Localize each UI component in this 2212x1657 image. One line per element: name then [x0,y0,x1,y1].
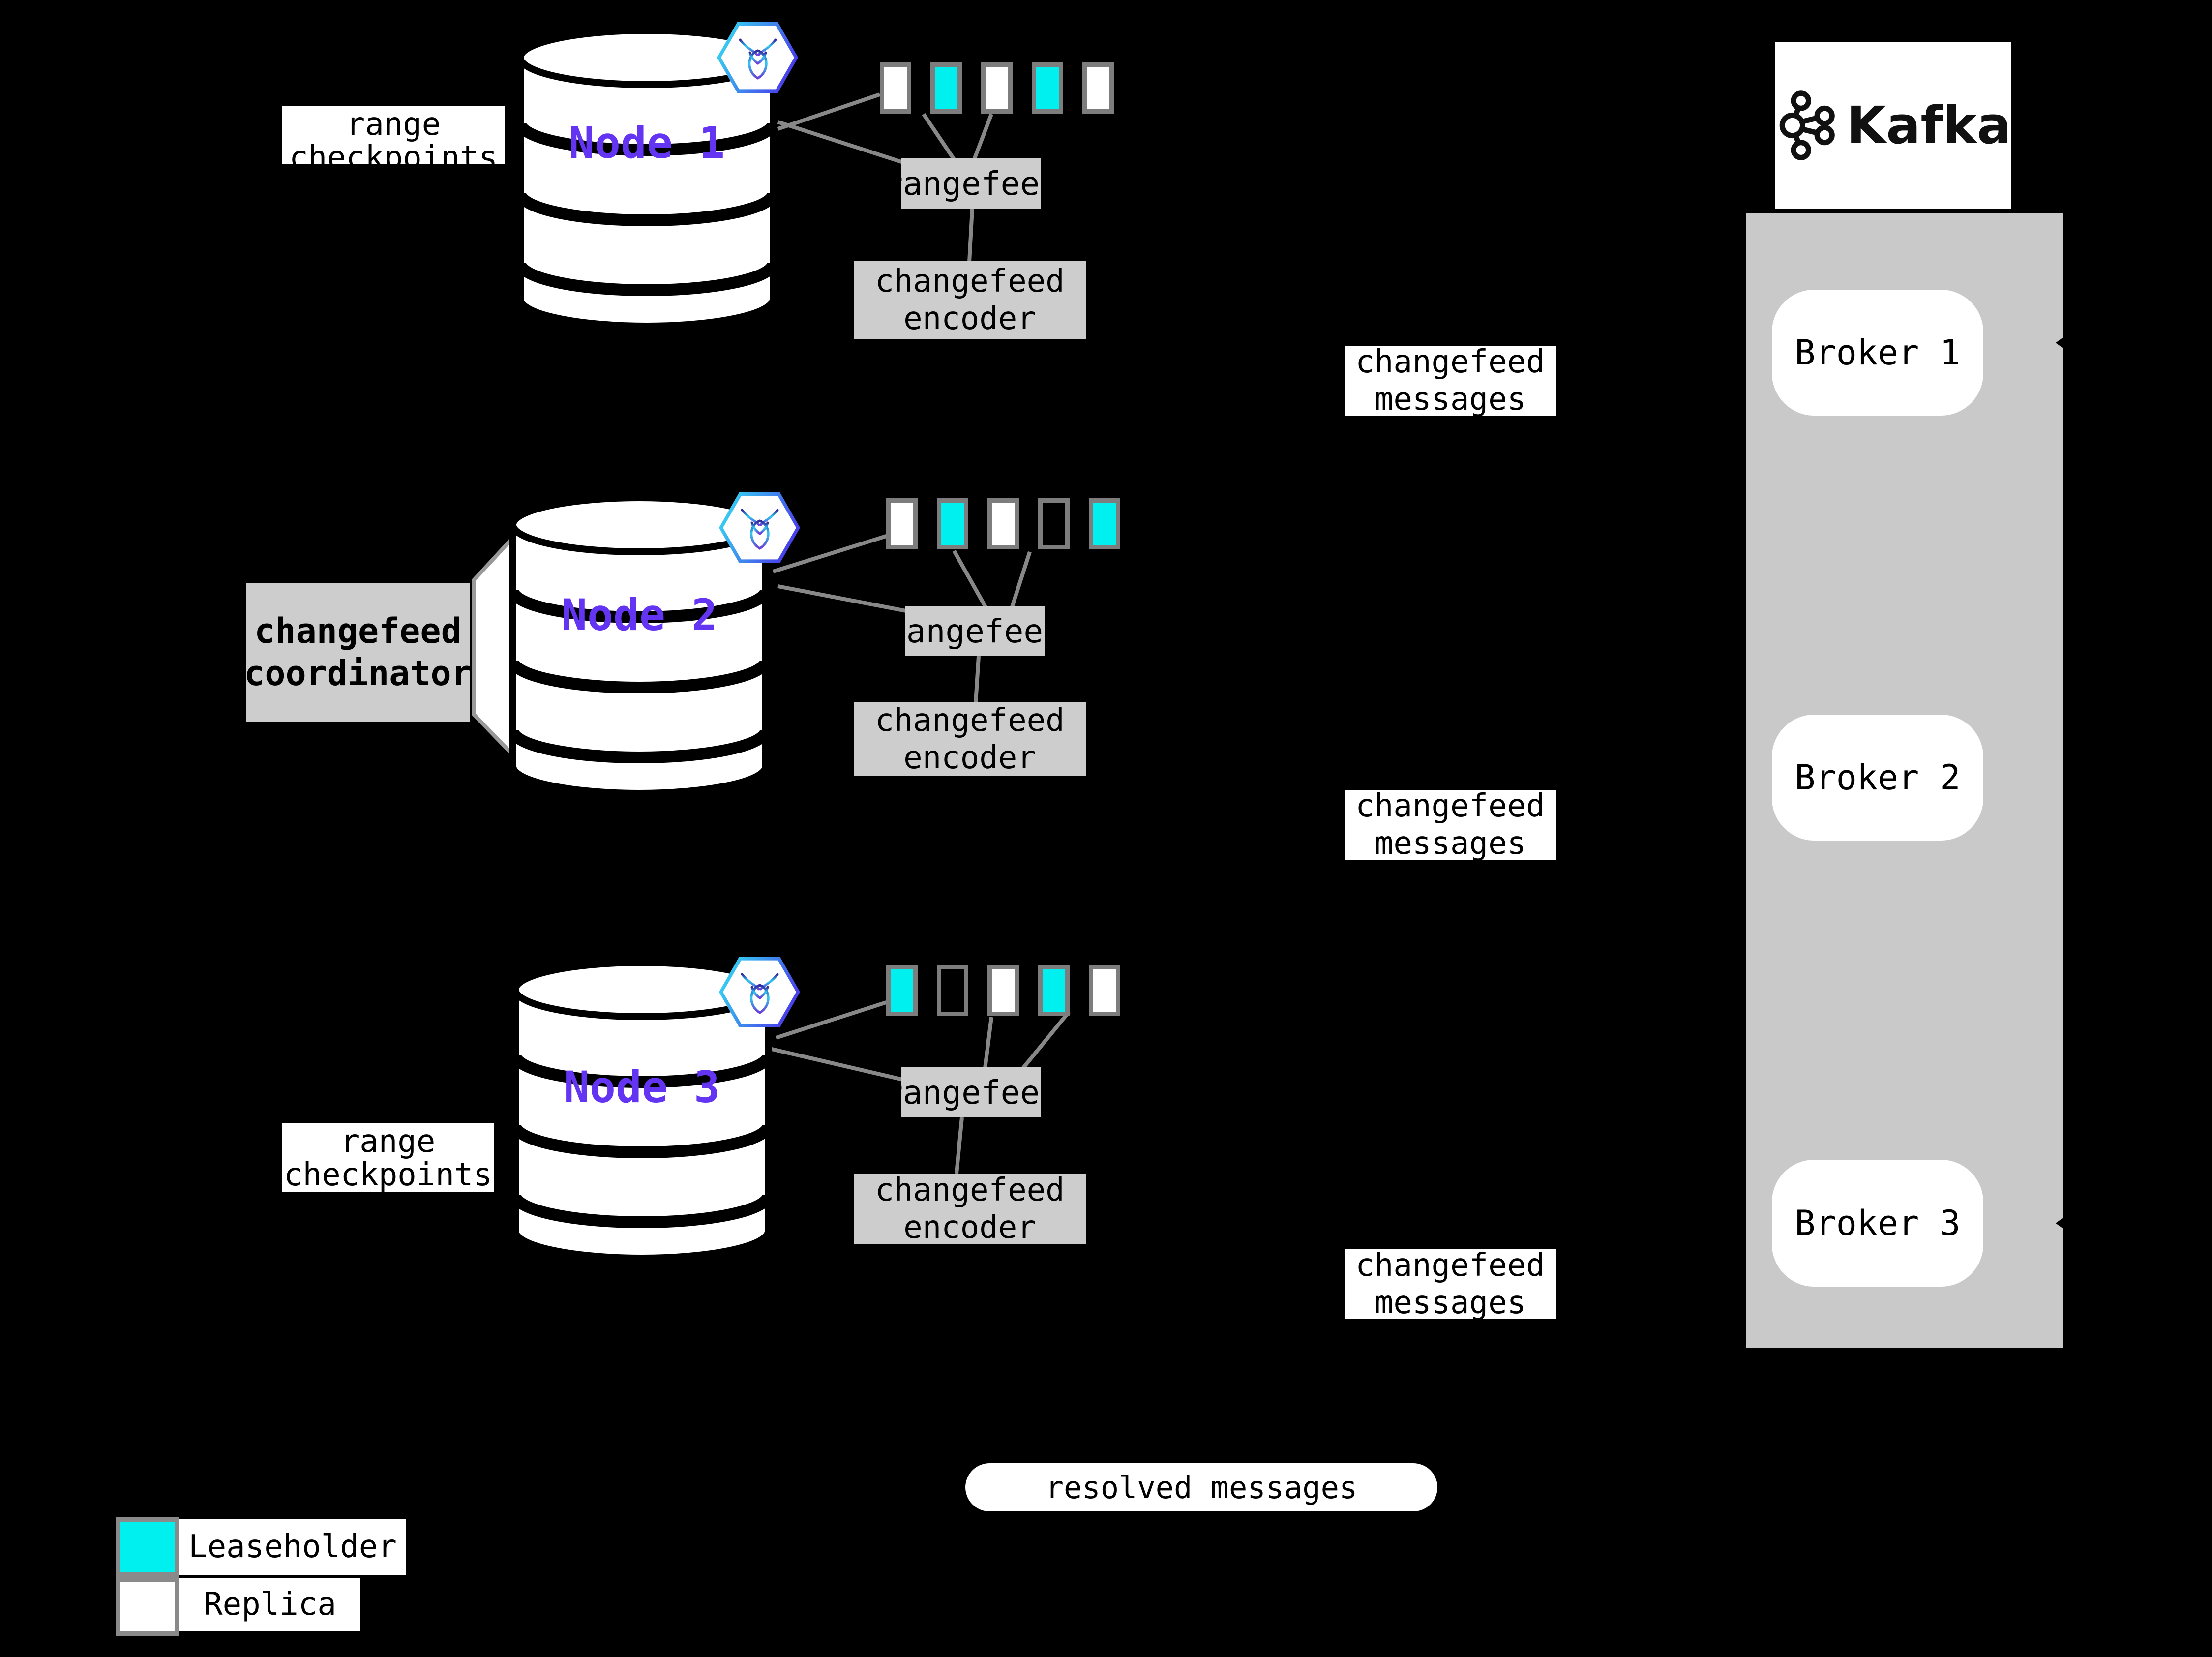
range-square [1038,498,1070,549]
cockroachdb-logo-icon [717,22,798,93]
range-square [880,62,911,114]
range-square [930,62,962,114]
range-square [1038,965,1070,1016]
broker-3: Broker 3 [1772,1160,1983,1287]
broker-2: Broker 2 [1772,715,1983,841]
node2-changefeed-messages-box: changefeed messages [1345,788,1556,862]
node1-label: Node 1 [568,117,725,168]
range-square [987,965,1019,1016]
node1-rangefeed-box: rangefeed [883,158,1059,209]
range-square [1089,498,1120,549]
cockroachdb-roach-glyph [723,496,796,560]
node2-label: Node 2 [561,589,717,640]
legend-leaseholder-label: Leaseholder [179,1519,406,1575]
cockroachdb-roach-glyph [721,26,794,90]
node3-changefeed-encoder-box: changefeed encoder [854,1172,1086,1246]
node3-rangefeed-box: rangefeed [883,1067,1059,1117]
kafka-logo-icon [1779,90,1835,160]
node2-rangefeed-box: rangefeed [887,606,1063,656]
node3-range-squares [886,965,1120,1016]
range-square [1082,62,1114,114]
broker-1: Broker 1 [1772,290,1983,416]
range-checkpoints-label-top: range checkpoints [282,106,505,164]
node2-changefeed-encoder-box: changefeed encoder [854,702,1086,776]
node1-range-squares [880,62,1114,114]
legend-replica-swatch [116,1577,179,1636]
range-square [886,498,918,549]
range-square [1089,965,1120,1016]
node1-changefeed-messages-box: changefeed messages [1345,344,1556,418]
range-checkpoints-label-bottom: range checkpoints [282,1123,494,1192]
range-square [987,498,1019,549]
range-square [886,965,918,1016]
range-square [937,965,968,1016]
cockroachdb-roach-glyph [723,960,796,1024]
legend-leaseholder-swatch [116,1517,179,1577]
kafka-logo-box: Kafka [1775,42,2011,209]
cockroachdb-logo-icon [719,492,800,563]
range-square [937,498,968,549]
legend-replica-label: Replica [179,1578,360,1631]
range-square [1032,62,1063,114]
node3-cylinder [511,959,772,1262]
resolved-messages-pill: resolved messages [965,1463,1437,1511]
node2-cylinder [509,494,770,797]
range-square [981,62,1013,114]
kafka-wordmark: Kafka [1846,95,2011,155]
node3-changefeed-messages-box: changefeed messages [1345,1247,1556,1321]
node1-cylinder [516,27,777,330]
changefeed-coordinator-box: changefeed coordinator [244,583,472,722]
node2-range-squares [886,498,1120,549]
node3-label: Node 3 [564,1061,720,1113]
cockroachdb-logo-icon [719,957,800,1027]
node1-changefeed-encoder-box: changefeed encoder [854,261,1086,339]
